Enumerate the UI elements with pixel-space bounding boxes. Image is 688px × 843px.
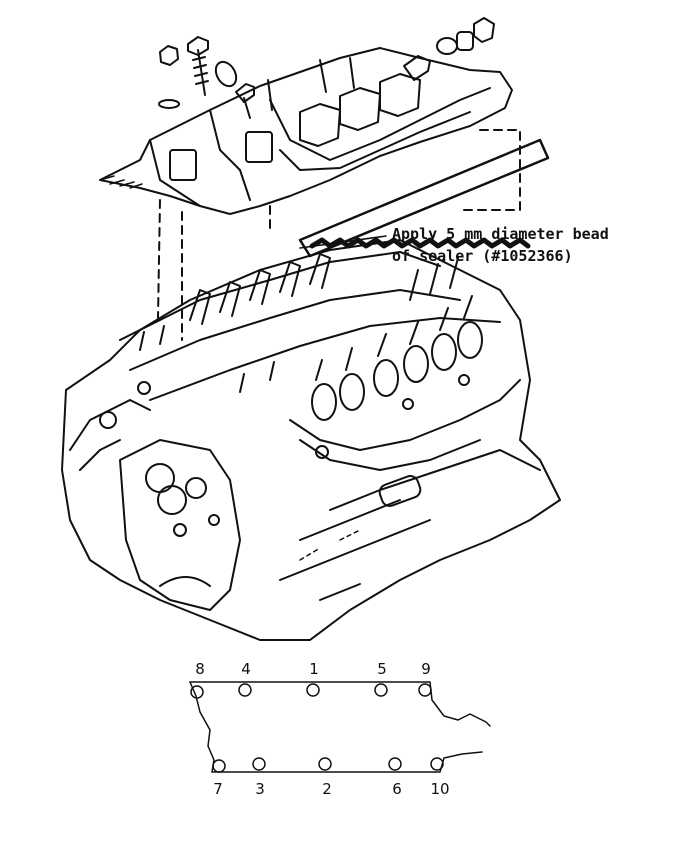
torque-seq-bottom-3: 2 xyxy=(322,780,332,798)
torque-seq-top-4: 5 xyxy=(377,660,387,678)
torque-seq-bottom-2: 3 xyxy=(255,780,265,798)
intake-gasket xyxy=(298,138,550,258)
intake-manifold xyxy=(99,47,521,341)
torque-seq-top-1: 8 xyxy=(195,660,205,678)
torque-seq-bottom-5: 10 xyxy=(430,780,450,798)
torque-seq-bottom-4: 6 xyxy=(392,780,402,798)
torque-seq-top-2: 4 xyxy=(241,660,251,678)
torque-seq-top-3: 1 xyxy=(309,660,319,678)
fastener-hardware xyxy=(158,17,495,119)
torque-sequence-outline xyxy=(189,681,491,773)
sealer-callout-line1: Apply 5 mm diameter bead xyxy=(392,225,609,243)
valve-springs xyxy=(311,295,483,421)
torque-seq-top-5: 9 xyxy=(421,660,431,678)
torque-seq-bottom-1: 7 xyxy=(213,780,223,798)
sealer-callout-line2: of sealer (#1052366) xyxy=(392,247,573,265)
engine-block xyxy=(61,239,561,641)
